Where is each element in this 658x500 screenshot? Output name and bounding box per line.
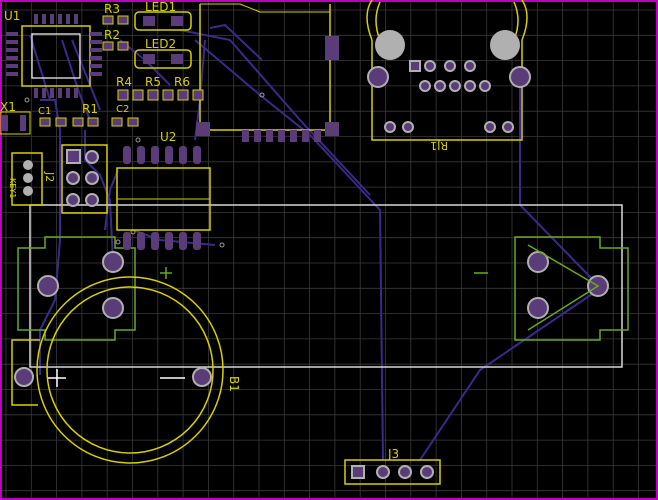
led-footprints <box>134 11 192 69</box>
label-r3: R3 <box>104 2 120 16</box>
label-r6: R6 <box>174 75 190 89</box>
label-b1: B1 <box>227 376 241 392</box>
key1-button <box>11 152 43 206</box>
reference-labels: U1 R3 R2 LED1 LED2 R4 R5 R6 X1 C1 R1 C2 … <box>0 0 448 461</box>
label-c2: C2 <box>116 104 129 115</box>
u2-chip <box>116 146 211 250</box>
label-x1: X1 <box>0 100 16 114</box>
label-r1: R1 <box>82 102 98 116</box>
battery-holder-outline <box>17 204 629 368</box>
u1-chip <box>6 14 102 98</box>
label-led1: LED1 <box>145 0 176 14</box>
label-u1: U1 <box>4 9 20 23</box>
label-r5: R5 <box>145 75 161 89</box>
vias <box>24 92 265 248</box>
battery-plus-minus <box>160 267 488 279</box>
label-j2: J2 <box>43 171 56 182</box>
sd-card-footprint <box>196 3 339 142</box>
label-u2: U2 <box>160 130 176 144</box>
rj1-connector <box>366 0 531 141</box>
j2-header <box>61 144 108 214</box>
label-c1: C1 <box>38 106 51 117</box>
crystal-x1 <box>0 111 31 135</box>
smd-parts <box>39 15 204 127</box>
label-key1: KEY1 <box>8 178 17 198</box>
battery-triangle <box>527 244 600 331</box>
label-r4: R4 <box>116 75 132 89</box>
label-rj1: RJ1 <box>430 139 448 152</box>
label-r2: R2 <box>104 28 120 42</box>
j3-header <box>344 459 441 485</box>
label-j3: J3 <box>387 447 399 461</box>
battery-b1-silkscreen <box>11 276 224 464</box>
label-led2: LED2 <box>145 37 176 51</box>
